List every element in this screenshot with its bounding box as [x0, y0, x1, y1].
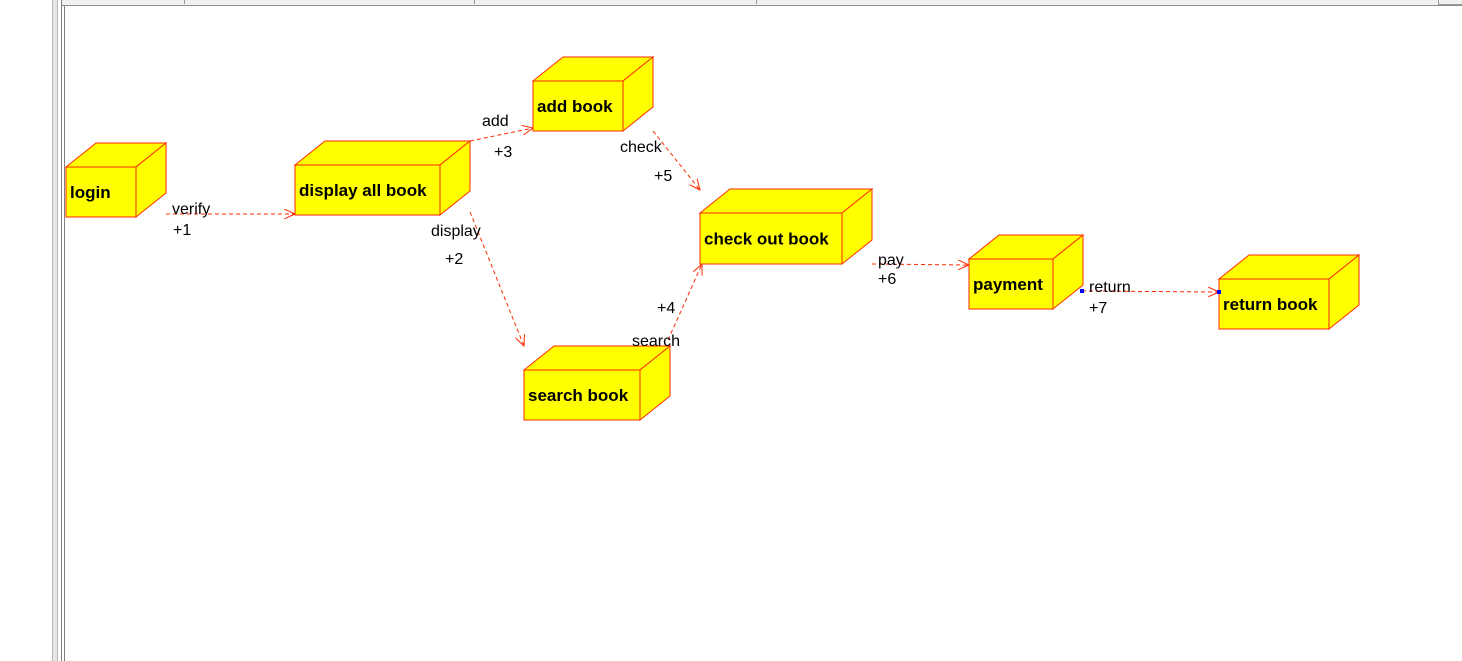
node-front-face: [65, 166, 137, 218]
edge-label-display: display: [431, 223, 481, 240]
node-login[interactable]: login: [64, 141, 168, 219]
node-front-face: [523, 369, 641, 421]
edge-display[interactable]: [469, 211, 524, 346]
canvas-border: [64, 6, 65, 661]
corner-box: [1438, 0, 1462, 5]
left-panel: [0, 0, 52, 661]
edge-line-display[interactable]: [469, 211, 524, 346]
splitter-bar[interactable]: [52, 0, 58, 661]
edge-return[interactable]: [1081, 291, 1219, 292]
node-label-add: add book: [537, 97, 613, 116]
node-label-search: search book: [528, 386, 629, 405]
node-label-login: login: [70, 183, 111, 202]
edge-line-pay[interactable]: [871, 264, 969, 265]
top-ruler: [61, 0, 1462, 6]
edge-label-verify: verify: [172, 201, 210, 218]
edge-line-check[interactable]: [652, 130, 700, 190]
edge-label-add: add: [482, 113, 509, 130]
edge-label-pay: pay: [878, 252, 904, 269]
diagram-canvas-frame: [61, 0, 1462, 661]
edge-label-return: return: [1089, 279, 1131, 296]
node-search[interactable]: search book: [522, 344, 672, 422]
node-display[interactable]: display all book: [293, 139, 472, 217]
edge-pay[interactable]: [871, 264, 969, 265]
edge-seq-display: +2: [445, 251, 463, 268]
edge-line-return[interactable]: [1081, 291, 1219, 292]
edge-add[interactable]: [469, 128, 533, 142]
selection-handle[interactable]: [1080, 289, 1084, 293]
node-return[interactable]: return book: [1217, 253, 1361, 331]
node-label-payment: payment: [973, 275, 1043, 294]
edge-seq-verify: +1: [173, 222, 191, 239]
ruler-tick: [756, 0, 757, 4]
node-add[interactable]: add book: [531, 55, 655, 133]
edge-check[interactable]: [652, 130, 700, 190]
edge-seq-add: +3: [494, 144, 512, 161]
edge-line-add[interactable]: [469, 128, 533, 142]
edge-label-check: check: [620, 139, 663, 156]
node-label-return: return book: [1223, 295, 1318, 314]
edge-label-search: search: [632, 333, 680, 350]
edge-seq-pay: +6: [878, 271, 896, 288]
node-payment[interactable]: payment: [967, 233, 1085, 311]
edge-seq-return: +7: [1089, 300, 1107, 317]
node-front-face: [699, 212, 843, 265]
node-front-face: [294, 164, 441, 216]
ruler-tick: [184, 0, 185, 4]
node-front-face: [532, 80, 624, 132]
node-label-display: display all book: [299, 181, 427, 200]
selection-handle[interactable]: [1217, 290, 1221, 294]
node-front-face: [968, 258, 1054, 310]
ruler-tick: [474, 0, 475, 4]
edge-seq-check: +5: [654, 168, 672, 185]
node-checkout[interactable]: check out book: [698, 187, 874, 266]
node-label-checkout: check out book: [704, 230, 829, 249]
edge-seq-search: +4: [657, 300, 675, 317]
node-front-face: [1218, 278, 1330, 330]
